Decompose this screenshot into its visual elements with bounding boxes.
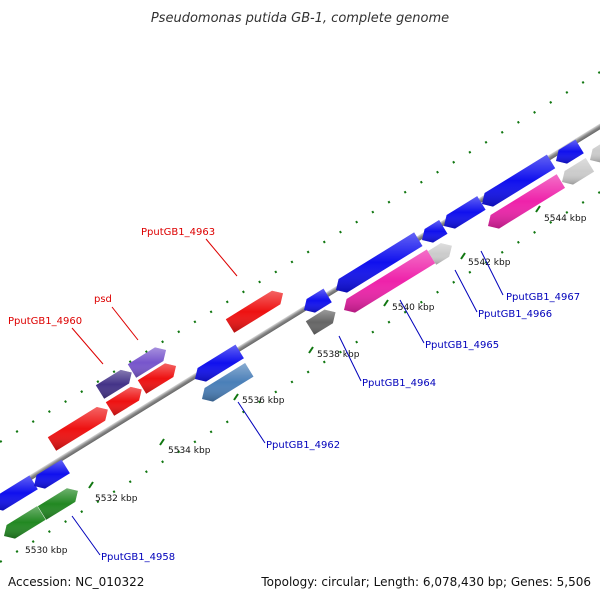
gene-label-pputgb1-4960[interactable]: PputGB1_4960 [8,316,82,327]
leader-pputgb1-4967 [480,250,504,296]
tick-5542: 5542 kbp [460,252,511,268]
tick-label: 5536 kbp [242,396,285,406]
gene-red-psd-shade [137,363,176,394]
label-leader-lines [71,238,504,556]
tick-5538: 5538 kbp [308,346,360,360]
tick-label: 5530 kbp [25,546,68,556]
tick-5536: 5536 kbp [233,393,285,406]
accession-text: Accession: NC_010322 [8,575,144,589]
gene-blue-4958b-shade [34,459,70,489]
coordinate-ticks: 5530 kbp 5532 kbp 5534 kbp 5536 kbp 5538… [18,205,587,556]
gene-steelblue-4962-shade [202,363,254,402]
gene-red-4960a-shade [47,407,108,451]
topology-text: Topology: circular; Length: 6,078,430 bp… [260,575,591,589]
gene-darkpurple-shade [95,369,132,399]
gene-blue-edge-shade [556,139,584,164]
gene-green-4958a-shade [4,506,46,539]
gene-purple-psd-shade [127,347,166,378]
tick-label: 5544 kbp [544,214,587,224]
tick-5540: 5540 kbp [383,299,435,313]
gene-blue-4967b-shade [482,154,556,207]
leader-pputgb1-4963 [205,238,238,277]
tick-label: 5542 kbp [468,258,511,268]
gene-blue-4966-shade [422,220,448,243]
leader-pputgb1-4960 [71,327,104,365]
gene-pink-4967-shade [488,174,565,229]
tick-5534: 5534 kbp [159,438,211,456]
gene-lightgray-edge-shade [590,144,600,163]
tick-label: 5540 kbp [392,303,435,313]
gene-blue-4965-shade [336,232,423,293]
gene-blue-4967a-shade [444,196,486,229]
leader-pputgb1-4966 [454,269,478,313]
gene-label-pputgb1-4967[interactable]: PputGB1_4967 [506,292,580,303]
gene-label-pputgb1-4964[interactable]: PputGB1_4964 [362,378,436,389]
gene-label-pputgb1-4965[interactable]: PputGB1_4965 [425,340,499,351]
gene-red-4960b-shade [105,386,142,416]
gene-label-pputgb1-4962[interactable]: PputGB1_4962 [266,440,340,451]
gene-labels: PputGB1_4963 psd PputGB1_4960 PputGB1_49… [8,227,580,563]
tick-label: 5538 kbp [317,350,360,360]
tick-5532: 5532 kbp [88,481,138,504]
gene-features [0,139,600,539]
gene-label-pputgb1-4966[interactable]: PputGB1_4966 [478,309,552,320]
leader-pputgb1-4964 [338,335,362,382]
inner-tick-dots [0,191,600,563]
gene-label-pputgb1-4958[interactable]: PputGB1_4958 [101,552,175,563]
gene-label-psd[interactable]: psd [94,294,112,305]
outer-tick-dots [0,71,600,443]
gene-lightgray-4966-shade [427,243,452,265]
gene-pink-4965-shade [344,249,436,313]
gene-red-4963-shade [225,290,283,333]
leader-psd [111,306,139,341]
gene-blue-4964-shade [304,288,332,313]
tick-5544: 5544 kbp [535,205,587,224]
tick-label: 5534 kbp [168,446,211,456]
leader-pputgb1-4958 [71,515,101,556]
gene-blue-4958a-shade [0,475,38,511]
gene-lightgray-4967-shade [562,158,595,185]
gene-green-4958b-shade [37,488,78,520]
gene-blue-4962-shade [195,344,244,382]
leader-pputgb1-4965 [399,299,425,344]
tick-label: 5532 kbp [95,494,138,504]
gene-label-pputgb1-4963[interactable]: PputGB1_4963 [141,227,215,238]
gene-gray-4964-shade [305,309,336,335]
leader-pputgb1-4962 [237,401,266,444]
map-title: Pseudomonas putida GB-1, complete genome [151,11,449,26]
